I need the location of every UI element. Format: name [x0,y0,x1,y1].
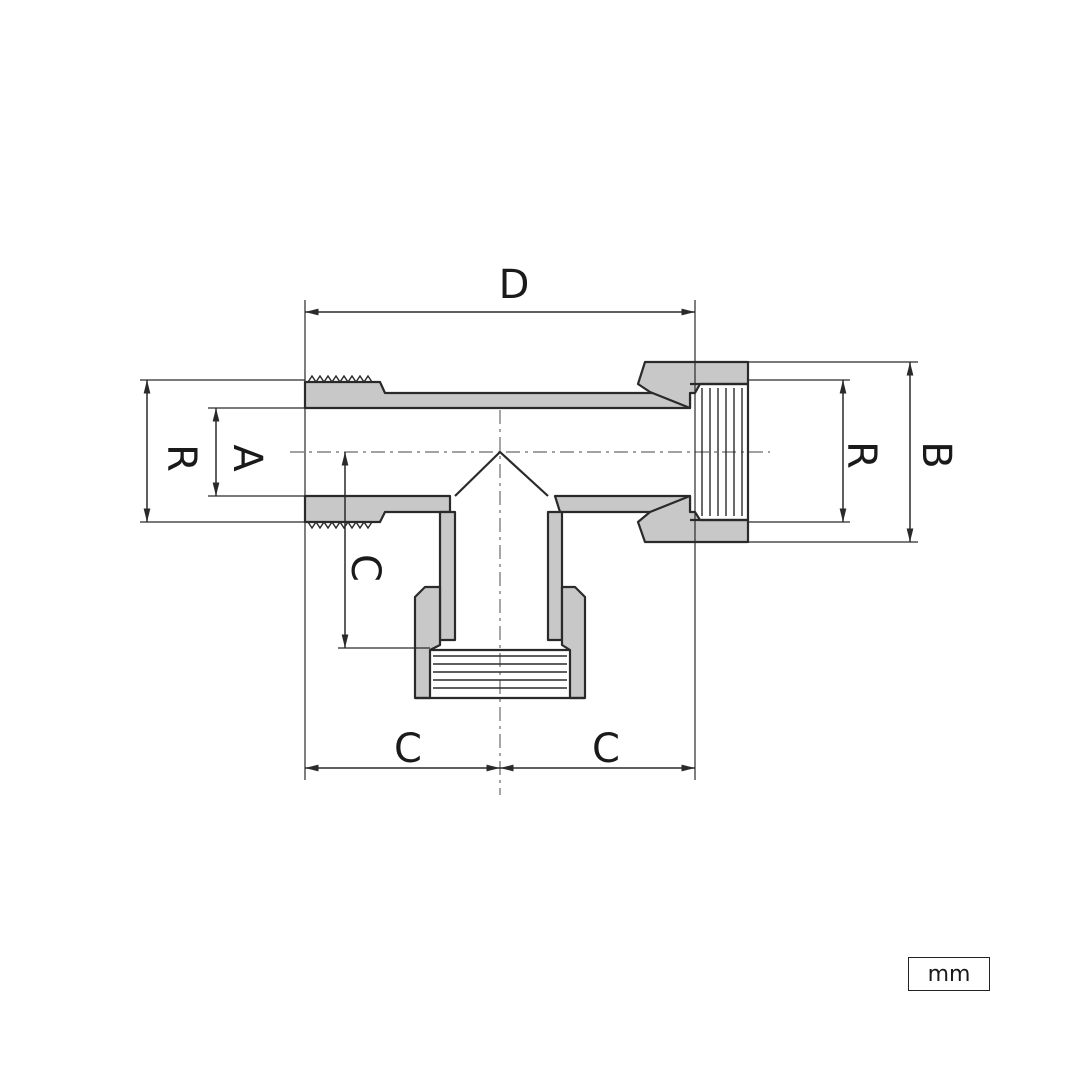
right-nut-thread [701,388,743,516]
label-A: A [224,444,270,472]
extension-lines [140,300,918,780]
label-R-right: R [838,441,884,469]
label-R-left: R [158,444,204,472]
center-lines [290,410,770,795]
label-D: D [499,262,530,308]
bottom-thread [433,655,567,689]
unit-label: mm [908,957,990,991]
label-C-vertical: C [342,554,388,582]
label-C-bottom-right: C [592,726,620,772]
dimension-lines [143,308,914,772]
label-B: B [913,441,959,468]
label-C-bottom-left: C [394,726,422,772]
